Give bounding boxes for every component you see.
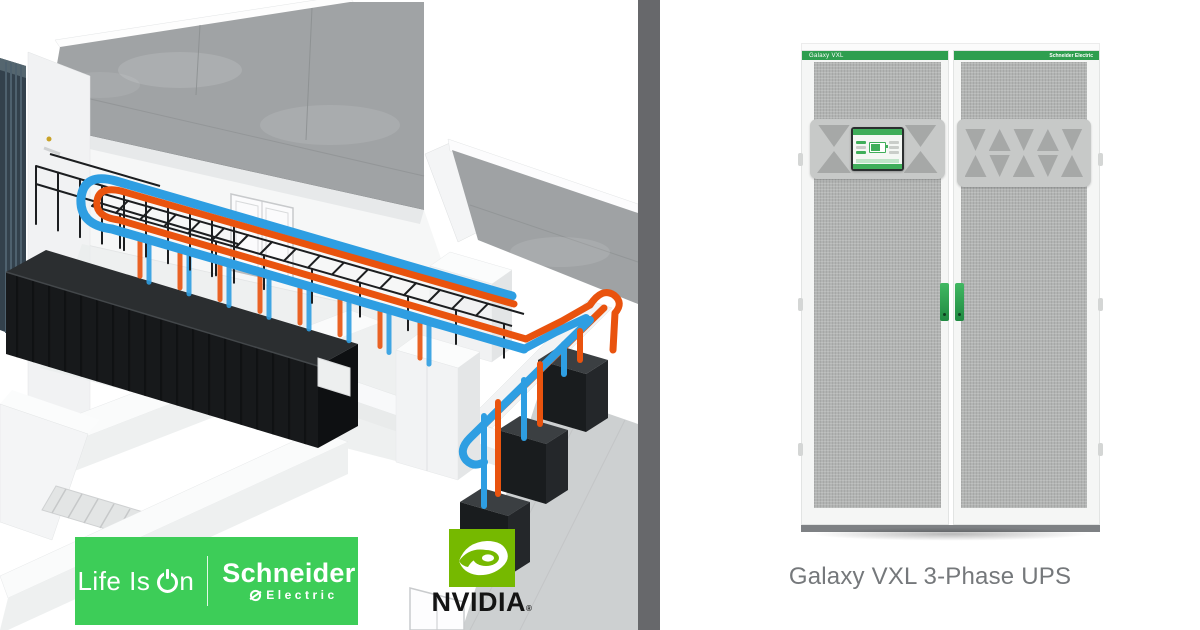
product-panel: Galaxy VXL (660, 0, 1200, 630)
vertical-divider (638, 0, 660, 630)
triangle-cutout (817, 151, 851, 173)
life-is-on-text: Life Is n (77, 565, 195, 596)
hinge (1098, 153, 1103, 166)
triangle-cutout (1036, 129, 1059, 151)
display-header (853, 129, 902, 135)
triangle-cutout (988, 129, 1011, 151)
ups-shadow (807, 527, 1094, 541)
ups-left-door: Galaxy VXL (801, 50, 949, 525)
hinge (798, 443, 803, 456)
hinge (1098, 298, 1103, 311)
badge-divider (207, 556, 209, 606)
pipe-orange-hairpin (93, 186, 530, 343)
cdu-units (460, 346, 608, 576)
small-door (409, 587, 465, 630)
server-racks (5, 250, 358, 448)
cooling-pipes (76, 174, 623, 509)
product-caption: Galaxy VXL 3-Phase UPS (788, 563, 1072, 590)
schneider-emblem-icon (249, 589, 262, 601)
ups-stripe-label: Galaxy VXL (802, 51, 948, 60)
nvidia-wordmark: NVIDIA® (431, 587, 533, 617)
hinge (1098, 443, 1103, 456)
ups-stripe-brand: Schneider Electric (953, 51, 1099, 60)
triangle-cutout (903, 151, 938, 173)
ups-handle-panel-left (810, 119, 945, 179)
pipe-orange-hump (586, 289, 623, 354)
hinge (798, 298, 803, 311)
ups-display (851, 127, 904, 171)
triangle-cutout (1012, 155, 1035, 177)
triangle-cutout (964, 155, 987, 177)
triangle-cutout (818, 125, 850, 147)
door-latch-right (955, 283, 964, 321)
ups-base (801, 525, 1100, 532)
hinge (798, 153, 803, 166)
triangle-cutout (1061, 129, 1083, 151)
triangle-cutout (1013, 129, 1034, 151)
concrete-wall-right (424, 138, 639, 304)
ups-right-door: Schneider Electric (952, 50, 1100, 525)
datacenter-illustration: Life Is n Schneider Electric (0, 0, 639, 630)
datacenter-scene-svg (0, 0, 639, 630)
electric-wordmark: Electric (266, 588, 338, 602)
battery-icon (868, 141, 888, 153)
triangle-cutout (989, 155, 1010, 177)
nvidia-eye-icon (449, 529, 515, 587)
triangle-cutout (1061, 155, 1083, 177)
triangle-cutout (904, 125, 937, 147)
pipe-blue-trunk (458, 316, 594, 469)
power-icon (157, 568, 179, 593)
nvidia-logo: NVIDIA® (408, 529, 556, 616)
door-latch-left (940, 283, 949, 321)
ups-handle-panel-right (956, 119, 1091, 187)
cdu-mid (498, 416, 568, 504)
triangle-cutout (965, 129, 986, 151)
display-footer (853, 164, 902, 169)
ups-top-cap (801, 43, 1100, 50)
pipe-blue-hairpin (76, 174, 529, 354)
schneider-wordmark: Schneider (222, 557, 356, 588)
rack-manifold-pipes (137, 235, 432, 367)
ups-product-image: Galaxy VXL (798, 43, 1103, 541)
triangle-cutout (1037, 155, 1058, 177)
schneider-badge: Life Is n Schneider Electric (75, 537, 358, 625)
